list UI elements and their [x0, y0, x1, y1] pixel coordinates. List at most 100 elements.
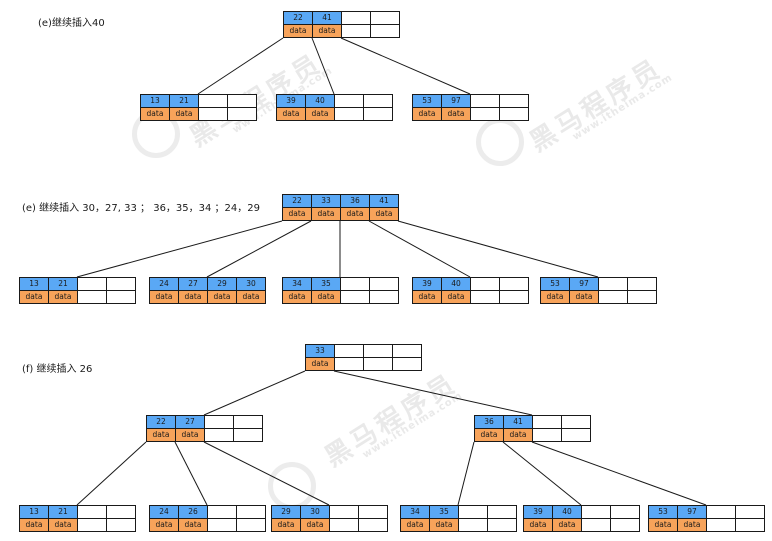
node-empty-slot: [364, 108, 393, 121]
node-empty-slot: [628, 291, 657, 304]
node-data: data: [179, 519, 208, 532]
node-key: 29: [272, 506, 301, 519]
node-key: 39: [277, 95, 306, 108]
node-empty-slot: [335, 95, 364, 108]
tree-edge: [397, 220, 599, 278]
node-data: data: [150, 291, 179, 304]
node-empty-slot: [393, 358, 422, 371]
node-key: 53: [541, 278, 570, 291]
node-empty-slot: [330, 506, 359, 519]
node-empty-slot: [459, 506, 488, 519]
node-data: data: [413, 108, 442, 121]
node-empty-slot: [459, 519, 488, 532]
node-empty-slot: [107, 291, 136, 304]
node-key: 40: [442, 278, 471, 291]
node-empty-slot: [500, 95, 529, 108]
node-empty-slot: [335, 345, 364, 358]
node-empty-slot: [330, 519, 359, 532]
node-empty-slot: [107, 506, 136, 519]
node-data: data: [20, 519, 49, 532]
node-key: 24: [150, 278, 179, 291]
node-key: 22: [283, 195, 312, 208]
node-data: data: [283, 291, 312, 304]
node-empty-slot: [228, 95, 257, 108]
node-empty-slot: [205, 429, 234, 442]
node-key: 33: [312, 195, 341, 208]
node-key: 40: [553, 506, 582, 519]
tree-edge: [502, 441, 582, 506]
tree-edge: [76, 220, 283, 278]
node-key: 21: [49, 506, 78, 519]
node-empty-slot: [342, 12, 371, 25]
node-key: 27: [176, 416, 205, 429]
node-empty-slot: [707, 506, 736, 519]
node-key: 22: [147, 416, 176, 429]
node-key: 97: [570, 278, 599, 291]
node-key: 27: [179, 278, 208, 291]
node-empty-slot: [341, 291, 370, 304]
node-data: data: [176, 429, 205, 442]
node-data: data: [442, 291, 471, 304]
node-empty-slot: [533, 416, 562, 429]
node-key: 97: [442, 95, 471, 108]
node-key: 53: [413, 95, 442, 108]
node-key: 30: [237, 278, 266, 291]
node-key: 34: [401, 506, 430, 519]
node-empty-slot: [107, 278, 136, 291]
node-empty-slot: [78, 519, 107, 532]
node-data: data: [430, 519, 459, 532]
node-key: 39: [524, 506, 553, 519]
node-empty-slot: [234, 429, 263, 442]
node-key: 36: [475, 416, 504, 429]
node-empty-slot: [488, 519, 517, 532]
tree-edge: [174, 441, 208, 506]
node-data: data: [141, 108, 170, 121]
node-empty-slot: [488, 506, 517, 519]
node-data: data: [475, 429, 504, 442]
node-key: 53: [649, 506, 678, 519]
node-empty-slot: [364, 95, 393, 108]
node-empty-slot: [341, 278, 370, 291]
node-data: data: [442, 108, 471, 121]
node-data: data: [20, 291, 49, 304]
node-empty-slot: [199, 95, 228, 108]
node-empty-slot: [364, 345, 393, 358]
node-data: data: [306, 358, 335, 371]
node-key: 33: [306, 345, 335, 358]
tree-edge: [76, 441, 147, 506]
node-key: 26: [179, 506, 208, 519]
node-empty-slot: [582, 506, 611, 519]
node-data: data: [306, 108, 335, 121]
tree-edge: [368, 220, 471, 278]
node-empty-slot: [562, 429, 591, 442]
node-key: 36: [341, 195, 370, 208]
node-data: data: [284, 25, 313, 38]
node-empty-slot: [611, 506, 640, 519]
tree-edge: [531, 441, 707, 506]
node-key: 34: [283, 278, 312, 291]
node-key: 40: [306, 95, 335, 108]
node-data: data: [301, 519, 330, 532]
node-data: data: [341, 208, 370, 221]
caption-panel-3: (f) 继续插入 26: [22, 364, 93, 375]
node-empty-slot: [370, 278, 399, 291]
node-data: data: [649, 519, 678, 532]
node-key: 41: [504, 416, 533, 429]
node-empty-slot: [335, 358, 364, 371]
tree-edge: [206, 220, 312, 278]
node-data: data: [678, 519, 707, 532]
node-key: 21: [170, 95, 199, 108]
node-data: data: [553, 519, 582, 532]
node-data: data: [312, 291, 341, 304]
